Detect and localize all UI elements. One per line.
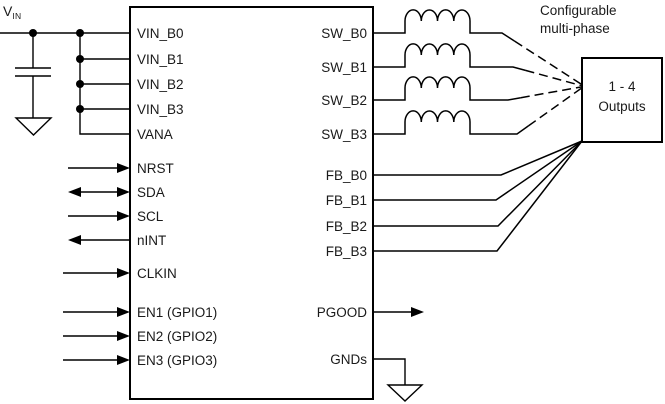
- vin-bus-wire: [79, 33, 130, 135]
- inductor-sw-b2: [373, 76, 521, 101]
- sda-arrowhead-left-icon: [68, 187, 81, 197]
- fb-b2-wire: [373, 140, 583, 227]
- pin-label-vin-b1: VIN_B1: [137, 52, 184, 67]
- pin-label-nint: nINT: [137, 233, 167, 248]
- vin-label-subscript: IN: [12, 11, 22, 21]
- junction-dot: [76, 80, 84, 88]
- pin-label-fb-b3: FB_B3: [325, 244, 367, 259]
- multiphase-annotation-line1: Configurable: [540, 3, 617, 18]
- input-capacitor: [15, 33, 51, 118]
- pin-label-pgood: PGOOD: [316, 305, 367, 320]
- pin-label-sw-b0: SW_B0: [321, 26, 367, 41]
- pin-label-sw-b1: SW_B1: [321, 60, 367, 75]
- nrst-arrowhead-right-icon: [117, 163, 130, 173]
- pin-label-fb-b2: FB_B2: [325, 219, 367, 234]
- vin-label: VIN: [3, 3, 21, 21]
- pin-label-fb-b0: FB_B0: [325, 168, 367, 183]
- en3-arrowhead-right-icon: [117, 355, 130, 365]
- pin-label-sda: SDA: [137, 185, 165, 200]
- inductor-sw-b1: [373, 43, 526, 72]
- pin-label-vana: VANA: [137, 127, 173, 142]
- inductor-sw-b0: [373, 9, 516, 42]
- pin-label-fb-b1: FB_B1: [325, 193, 367, 208]
- junction-dot: [76, 29, 84, 37]
- fb-b0-wire: [373, 140, 583, 176]
- sw-inductor-wires: [373, 9, 529, 135]
- gnds-wire: [373, 358, 406, 385]
- dashed-link-sw-b3: [527, 87, 582, 127]
- fb-b1-wire: [373, 140, 583, 201]
- pin-label-vin-b2: VIN_B2: [137, 77, 184, 92]
- junction-dot: [76, 105, 84, 113]
- multiphase-annotation-line2: multi-phase: [540, 21, 610, 36]
- pin-label-vin-b0: VIN_B0: [137, 26, 184, 41]
- pin-label-en1: EN1 (GPIO1): [137, 305, 218, 320]
- scl-arrowhead-right-icon: [117, 211, 130, 221]
- pin-label-sw-b3: SW_B3: [321, 127, 367, 142]
- pgood-arrowhead-right-icon: [411, 307, 424, 317]
- feedback-wires: [373, 140, 583, 252]
- dashed-link-sw-b0: [514, 40, 582, 85]
- sda-arrowhead-right-icon: [117, 187, 130, 197]
- arrowheads: [68, 163, 424, 365]
- dashed-link-sw-b2: [520, 86, 582, 99]
- clkin-arrowhead-right-icon: [117, 268, 130, 278]
- fb-b3-wire: [373, 140, 583, 252]
- inductor-sw-b3: [373, 110, 529, 135]
- pin-label-en2: EN2 (GPIO2): [137, 329, 218, 344]
- ic-body-outline: [129, 6, 374, 400]
- vin-label-base: V: [3, 3, 13, 19]
- multiphase-annotation: Configurable multi-phase: [540, 2, 617, 38]
- vin-supply-wires: [0, 32, 130, 135]
- en1-arrowhead-right-icon: [117, 307, 130, 317]
- junction-dots: [29, 29, 84, 113]
- outputs-box-label-line2: Outputs: [598, 99, 646, 114]
- outputs-box-label: 1 - 4 Outputs: [582, 77, 662, 117]
- pin-label-nrst: NRST: [137, 161, 174, 176]
- en2-arrowhead-right-icon: [117, 331, 130, 341]
- control-signal-wires: [63, 167, 130, 361]
- junction-dot: [29, 29, 37, 37]
- outputs-box-label-line1: 1 - 4: [608, 79, 636, 94]
- pin-label-vin-b3: VIN_B3: [137, 102, 184, 117]
- pin-label-sw-b2: SW_B2: [321, 93, 367, 108]
- dashed-link-sw-b1: [525, 69, 582, 87]
- outputs-box-outline: [581, 57, 663, 143]
- pin-label-en3: EN3 (GPIO3): [137, 353, 218, 368]
- capacitor-ground-symbol: [14, 117, 53, 136]
- gnds-ground-symbol: [386, 384, 424, 402]
- junction-dot: [76, 55, 84, 63]
- pin-label-scl: SCL: [137, 209, 164, 224]
- nint-arrowhead-left-icon: [68, 235, 81, 245]
- multiphase-dashed-wires: [514, 40, 582, 127]
- pin-label-gnds: GNDs: [330, 352, 367, 367]
- pin-label-clkin: CLKIN: [137, 266, 177, 281]
